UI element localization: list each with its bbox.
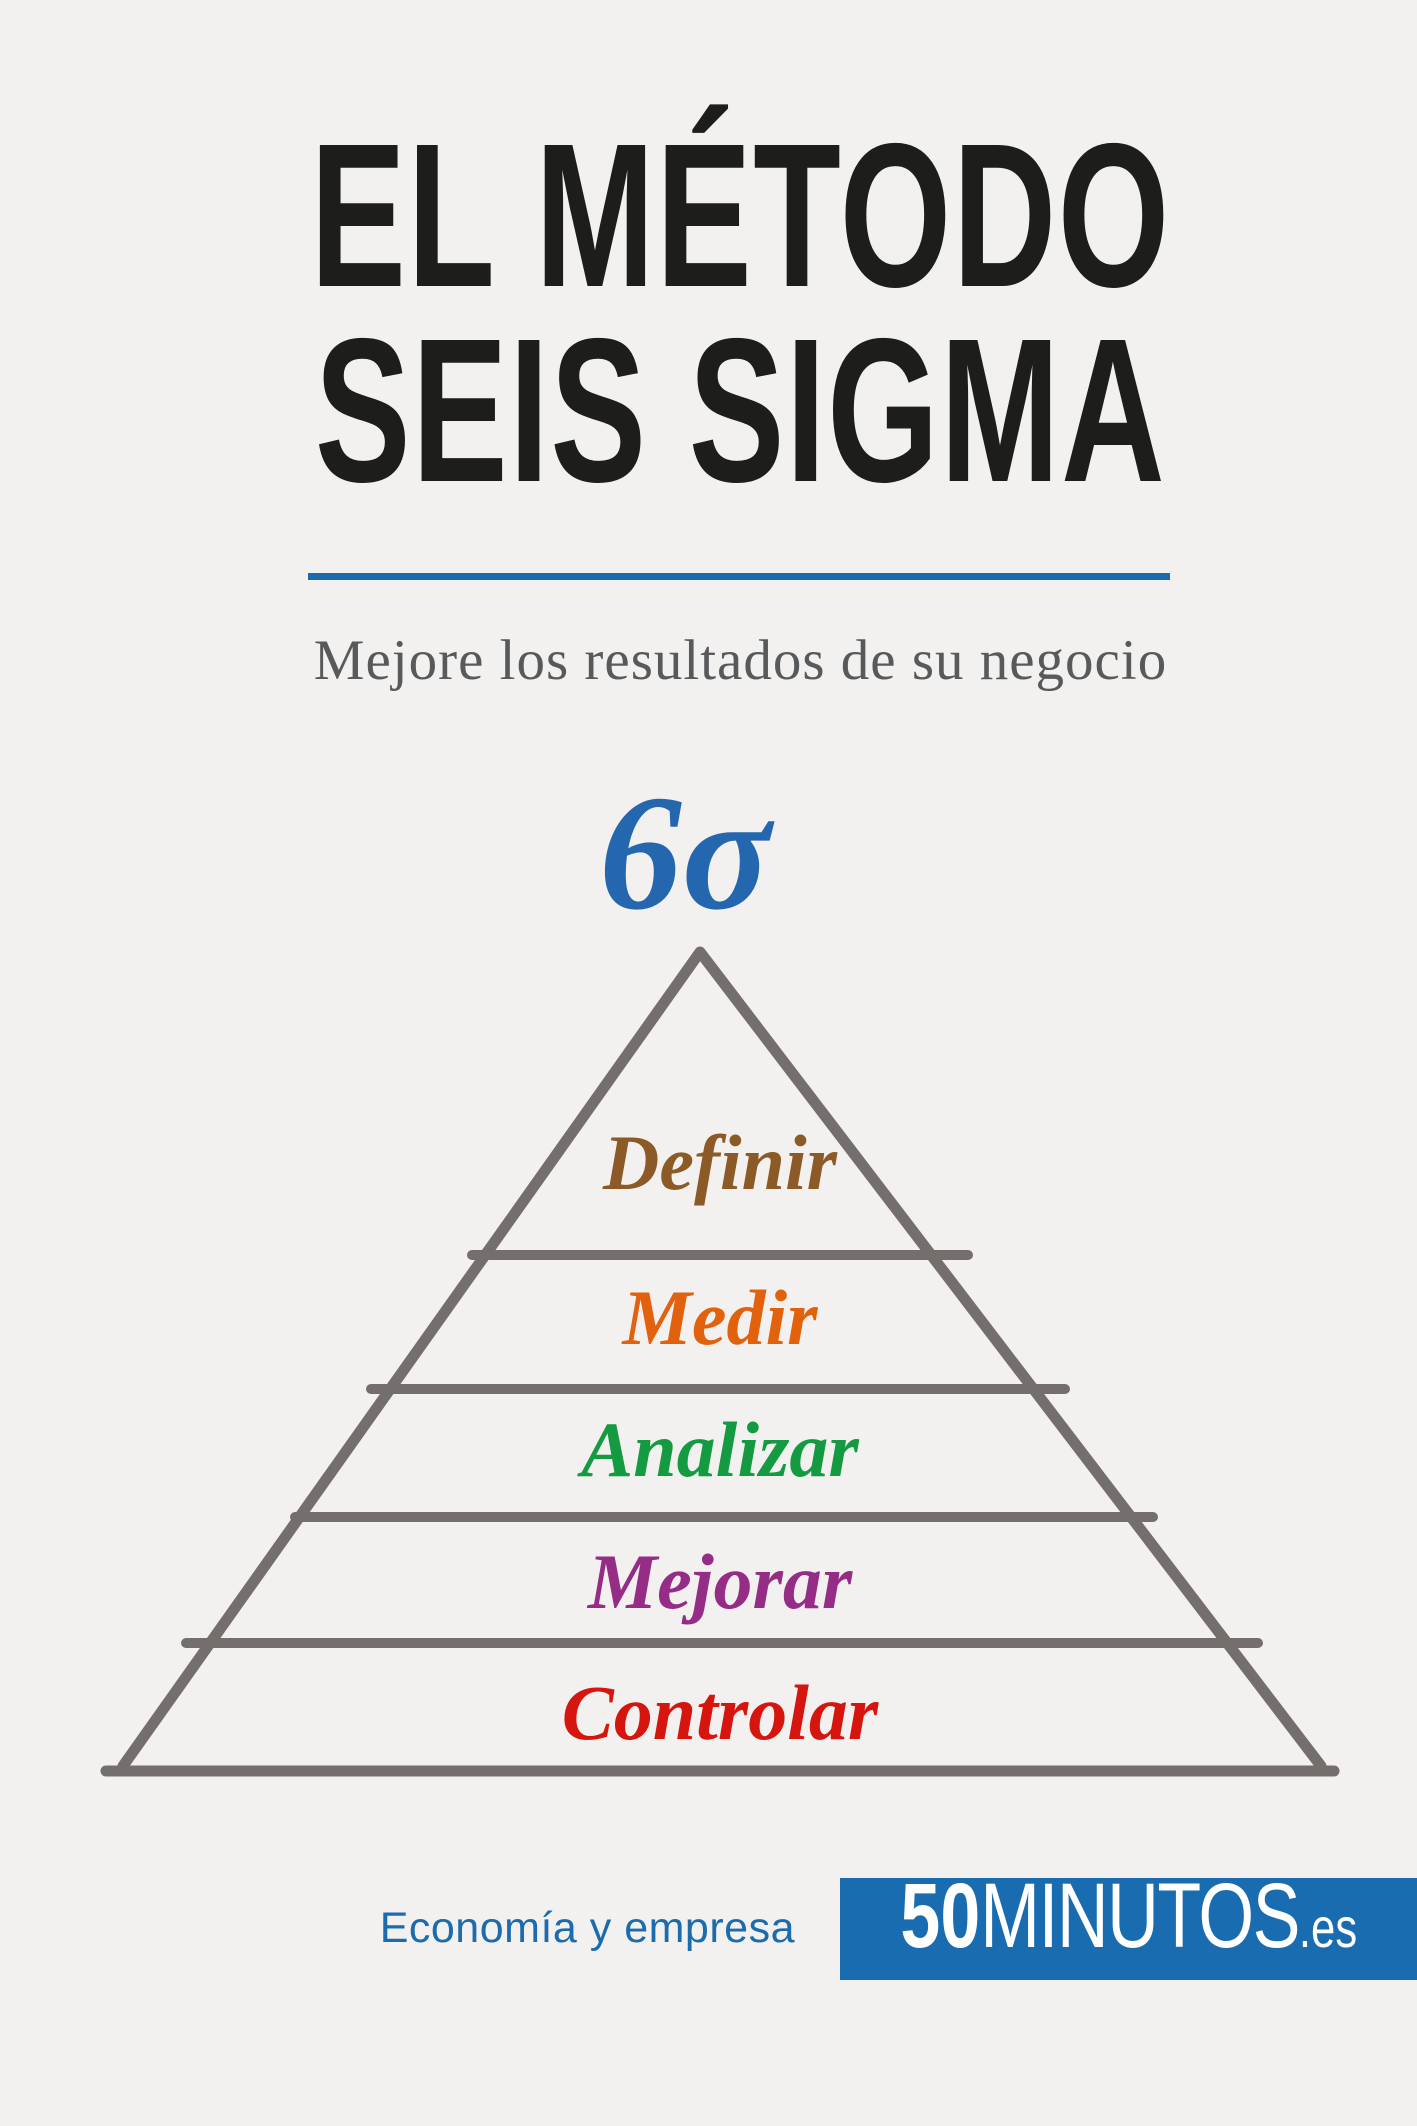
publisher-logo-name: MINUTOS (979, 1864, 1300, 1967)
publisher-logo-number: 50 (900, 1864, 980, 1967)
book-subtitle: Mejore los resultados de su negocio (313, 629, 1168, 692)
publisher-logo-block: 50MINUTOS.es (840, 1868, 1417, 1980)
pyramid-level-label-analizar: Analizar (581, 1406, 859, 1493)
book-title-line-2: SEIS SIGMA (314, 296, 1167, 525)
book-title-line-1: EL MÉTODO (310, 101, 1171, 330)
pyramid-level-label-medir: Medir (622, 1274, 818, 1361)
publisher-logo-domain-suffix: .es (1298, 1895, 1357, 1959)
collection-category-label: Economía y empresa (379, 1904, 795, 1952)
title-divider-rule (308, 573, 1170, 580)
pyramid-level-label-mejorar: Mejorar (587, 1538, 853, 1625)
pyramid-outline (117, 946, 1327, 1772)
pyramid-level-label-controlar: Controlar (561, 1669, 879, 1756)
book-title: EL MÉTODO SEIS SIGMA (245, 101, 1237, 525)
pyramid-level-label-definir: Definir (603, 1119, 837, 1206)
six-sigma-symbol: 6σ (599, 761, 771, 944)
publisher-logo: 50MINUTOS.es (900, 1868, 1357, 1991)
